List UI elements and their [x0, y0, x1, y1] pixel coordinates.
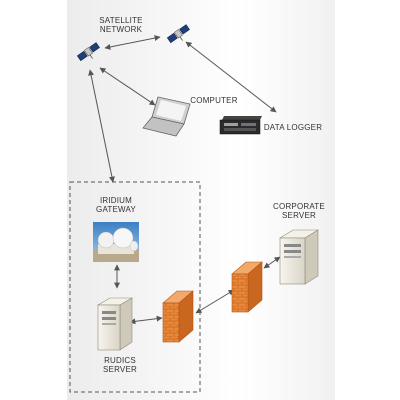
link-firewall-corporate [263, 256, 281, 269]
satellite-dish-station-icon [93, 222, 139, 262]
iridium-gateway-label: IRIDIUM GATEWAY [88, 196, 144, 214]
corporate-server-icon [278, 229, 320, 285]
firewall-icon [162, 290, 194, 343]
link-satellite-satellite [104, 35, 161, 50]
link-firewalls [195, 289, 235, 314]
satellite-network-label: SATELLITE NETWORK [95, 16, 147, 34]
data-logger-label: DATA LOGGER [263, 123, 323, 132]
label-line: IRIDIUM [99, 196, 133, 205]
label-line: CORPORATE [273, 202, 325, 211]
label-line: SERVER [103, 365, 137, 374]
computer-label: COMPUTER [190, 96, 238, 105]
label-line: SATELLITE [99, 16, 143, 25]
data-logger-icon [219, 116, 262, 135]
laptop-icon [142, 96, 191, 137]
rudics-server-icon [96, 297, 134, 351]
satellite-icon [76, 42, 100, 62]
link-satellite-gateway [88, 69, 115, 183]
label-line: NETWORK [99, 25, 143, 34]
firewall-icon [231, 261, 263, 313]
link-satellite-computer [99, 67, 156, 106]
link-satellite-datalogger [185, 41, 277, 113]
satellite-icon [166, 24, 190, 44]
label-line: RUDICS [104, 356, 136, 365]
gateway-boundary [69, 181, 201, 393]
rudics-server-label: RUDICS SERVER [94, 356, 146, 374]
link-rudics-firewall [129, 315, 163, 325]
corporate-server-label: CORPORATE SERVER [268, 202, 330, 220]
label-line: SERVER [282, 211, 316, 220]
label-line: GATEWAY [96, 205, 136, 214]
